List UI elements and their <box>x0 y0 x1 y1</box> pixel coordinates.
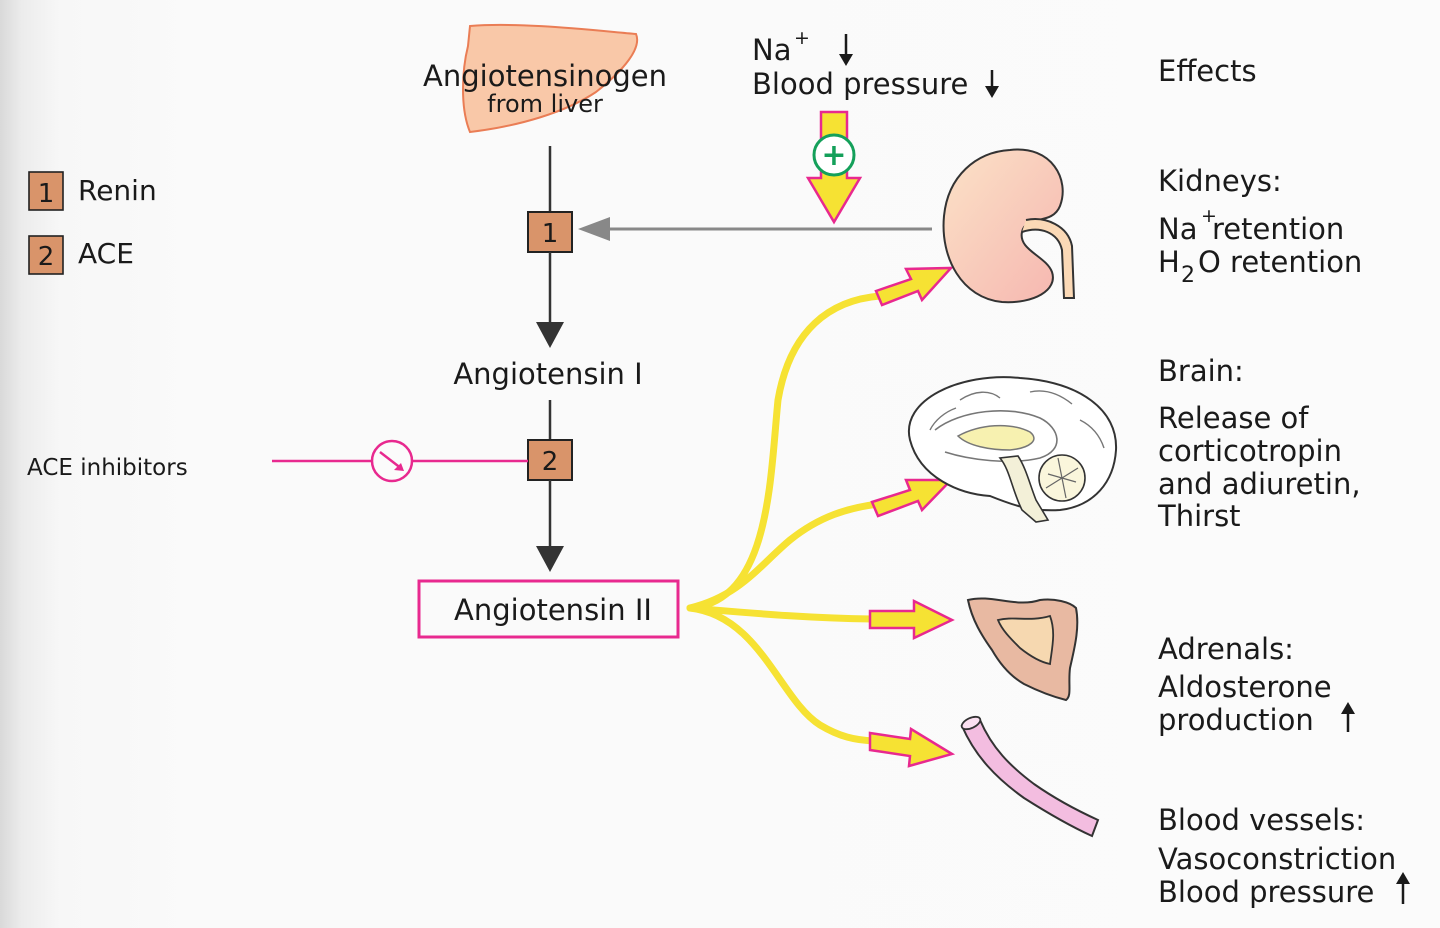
adrenal-icon <box>966 597 1079 702</box>
brain-line-2: corticotropin <box>1158 434 1342 468</box>
kidneys-line2-rest: O retention <box>1198 245 1362 279</box>
arrow-to-brain <box>870 478 954 518</box>
legend: 1 Renin 2 ACE <box>28 171 157 275</box>
plus-icon <box>812 133 856 177</box>
stimulus-bp: Blood pressure <box>752 67 968 101</box>
effect-curves <box>686 292 884 745</box>
arrowhead-to-ang1 <box>536 322 564 348</box>
kidneys-line1-rest: retention <box>1212 212 1344 246</box>
liver-icon <box>462 23 639 134</box>
kidneys-line2-sub: 2 <box>1181 263 1195 288</box>
brain-icon <box>907 376 1118 523</box>
intermediate-label: Angiotensin I <box>453 357 642 391</box>
precursor-source: from liver <box>487 90 603 118</box>
brain-title: Brain: <box>1158 354 1244 388</box>
bp-up-arrow-icon <box>1396 872 1410 884</box>
kidneys-line1-na: Na <box>1158 212 1197 246</box>
vessels-title: Blood vessels: <box>1158 803 1365 837</box>
kidney-to-renin-arrowhead <box>578 217 610 241</box>
renin-box-num: 1 <box>542 219 559 249</box>
stimulus-ion-charge: + <box>794 27 810 49</box>
stimulus-ion: Na <box>752 33 791 67</box>
legend-label-renin: Renin <box>78 174 157 207</box>
kidneys-line2-h: H <box>1158 245 1180 279</box>
inhibitor-label: ACE inhibitors <box>27 455 188 481</box>
ace-box-num: 2 <box>542 447 559 477</box>
arrow-to-adrenals <box>868 598 955 640</box>
bp-down-arrow-icon <box>985 86 999 98</box>
adrenals-title: Adrenals: <box>1158 632 1294 666</box>
ion-down-arrow-icon <box>839 54 853 66</box>
legend-box-ace <box>28 235 64 275</box>
brain-line-4: Thirst <box>1157 499 1241 533</box>
vessels-line-1: Vasoconstriction <box>1158 842 1396 876</box>
effects-title: Effects <box>1158 54 1257 88</box>
angiotensin-ii-box <box>417 579 680 639</box>
arrowhead-to-ang2 <box>536 546 564 572</box>
renin-box <box>527 211 573 253</box>
plus-sign: + <box>821 138 846 173</box>
adrenals-line-2: production <box>1158 703 1314 737</box>
vessels-line-2: Blood pressure <box>1158 875 1374 909</box>
legend-num-ace: 2 <box>38 242 55 272</box>
kidneys-line1-sup: + <box>1201 205 1217 227</box>
inhibition-icon-tip <box>394 463 404 471</box>
aldosterone-up-arrow-icon <box>1341 702 1355 714</box>
curve-to-vessels <box>686 604 878 745</box>
curve-to-kidney <box>686 292 884 612</box>
precursor-name: Angiotensinogen <box>423 59 667 93</box>
legend-box-renin <box>28 171 64 211</box>
curve-to-brain <box>686 500 882 612</box>
arrow-to-vessels <box>868 726 956 768</box>
brain-line-3: and adiuretin, <box>1158 467 1361 501</box>
kidneys-title: Kidneys: <box>1158 164 1282 198</box>
legend-num-renin: 1 <box>38 179 55 209</box>
arrow-to-kidney <box>874 266 954 307</box>
adrenals-line-1: Aldosterone <box>1158 670 1332 704</box>
kidney-icon <box>942 148 1076 304</box>
blood-vessel-icon <box>960 715 1100 838</box>
product-label: Angiotensin II <box>454 593 652 627</box>
legend-label-ace: ACE <box>78 237 134 270</box>
brain-line-1: Release of <box>1158 401 1309 435</box>
